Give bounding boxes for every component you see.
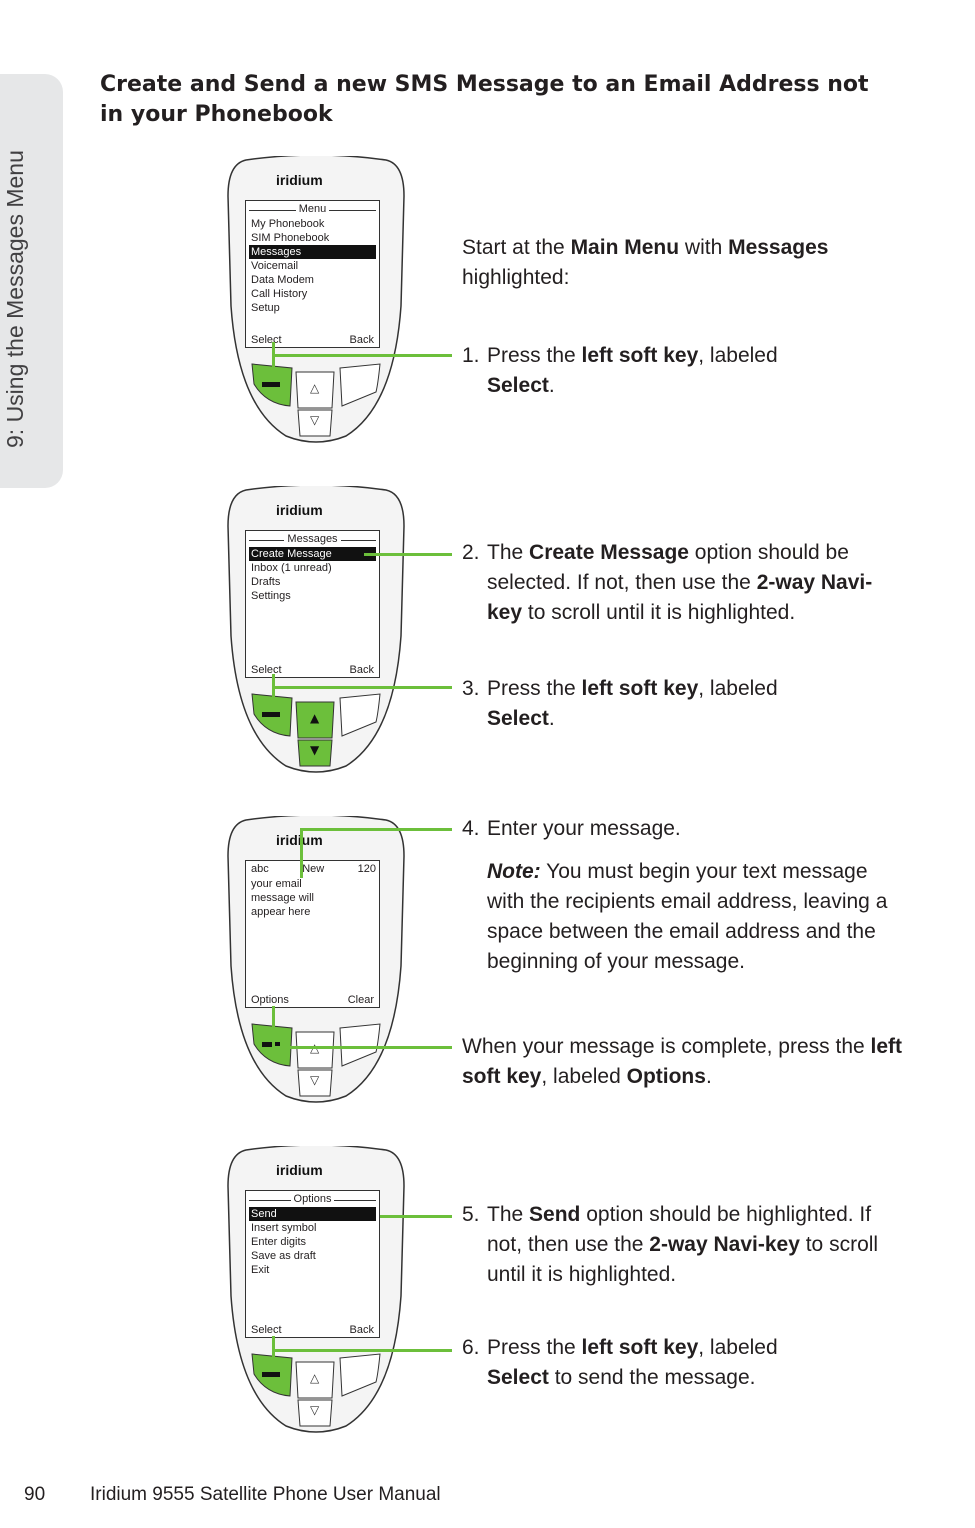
page-heading: Create and Send a new SMS Message to an … [100,72,869,127]
phone-illustration-3: △ ▽ iridium abc New 120 your email messa… [226,816,406,1106]
step-1: 1. Press the left soft key, labeled Sele… [462,341,902,401]
callout-line [272,342,275,376]
svg-text:△: △ [310,381,320,395]
callout-line [272,1046,452,1049]
screen-title: Menu [295,203,330,215]
character-count: 120 [357,863,376,875]
completion-text: When your message is complete, press the… [462,1035,903,1088]
footer-title: Iridium 9555 Satellite Phone User Manual [90,1484,441,1505]
svg-text:▲: ▲ [310,711,320,725]
soft-key-left-label: Select [251,334,282,346]
menu-item: Insert symbol [251,1222,317,1234]
callout-line [272,1336,275,1370]
menu-item: Data Modem [251,274,314,286]
soft-key-left-label: Options [251,994,289,1006]
callout-line [272,674,275,708]
step-number: 6. [462,1336,480,1359]
callout-line [272,1006,275,1046]
callout-line [300,828,303,878]
intro-text: Start at the Main Menu with Messages hig… [462,236,829,289]
message-line: message will [251,892,314,904]
note: Note: You must begin your text message w… [487,860,888,973]
callout-line [380,1215,452,1218]
step-number: 1. [462,344,480,367]
menu-item: Voicemail [251,260,299,272]
menu-item: Drafts [251,576,281,588]
step-number: 4. [462,817,480,840]
screen-title: New [302,863,325,875]
step-4: 4. Enter your message. [462,814,902,844]
phone-illustration-1: △ ▽ iridium Menu My Phonebook SIM Phoneb… [226,156,406,446]
soft-key-right-label: Clear [347,994,374,1006]
step-3: 3. Press the left soft key, labeled Sele… [462,674,902,734]
menu-item: SIM Phonebook [251,232,330,244]
iridium-logo: iridium [276,832,323,848]
menu-item: Enter digits [251,1236,307,1248]
step-2: 2. The Create Message option should be s… [462,538,902,628]
callout-line [272,686,452,689]
menu-item-selected: Messages [249,245,376,259]
svg-text:▽: ▽ [310,1403,320,1417]
callout-line [364,553,452,556]
menu-item: Save as draft [251,1250,316,1262]
callout-line [272,354,452,357]
phone-screen: abc New 120 your email message will appe… [245,860,380,1008]
menu-item: Settings [251,590,291,602]
screen-title: Options [290,1193,335,1205]
callout-line [300,828,452,831]
step-number: 5. [462,1203,480,1226]
menu-item: Inbox (1 unread) [251,562,332,574]
soft-key-left-label: Select [251,1324,282,1336]
step-5: 5. The Send option should be highlighted… [462,1200,902,1290]
iridium-logo: iridium [276,502,323,518]
step-number: 3. [462,677,480,700]
menu-item: Setup [251,302,280,314]
phone-illustration-2: ▲ ▼ iridium Messages Create Message Inbo… [226,486,406,776]
menu-item: Call History [251,288,308,300]
phone-screen: Messages Create Message Inbox (1 unread)… [245,530,380,678]
phone-screen: Options Send Insert symbol Enter digits … [245,1190,380,1338]
note-label: Note: [487,860,541,883]
page-number: 90 [24,1484,46,1505]
input-mode: abc [251,863,269,875]
message-line: your email [251,878,302,890]
menu-item-selected: Create Message [249,547,376,561]
menu-list: Send Insert symbol Enter digits Save as … [249,1207,376,1277]
step-number: 2. [462,541,480,564]
menu-list: My Phonebook SIM Phonebook Messages Voic… [249,217,376,315]
menu-list: Create Message Inbox (1 unread) Drafts S… [249,547,376,603]
side-tab-label: 9: Using the Messages Menu [2,150,28,448]
phone-illustration-4: △ ▽ iridium Options Send Insert symbol E… [226,1146,406,1436]
side-tab [0,74,63,488]
soft-key-left-label: Select [251,664,282,676]
screen-title: Messages [284,533,341,545]
message-line: appear here [251,906,311,918]
menu-item-selected: Send [249,1207,376,1221]
soft-key-right-label: Back [349,1324,374,1336]
svg-text:▼: ▼ [310,743,320,757]
menu-item: My Phonebook [251,218,325,230]
message-body: your email message will appear here [249,877,376,919]
phone-screen: Menu My Phonebook SIM Phonebook Messages… [245,200,380,348]
menu-item: Exit [251,1264,270,1276]
soft-key-right-label: Back [349,664,374,676]
svg-text:▽: ▽ [310,1073,320,1087]
iridium-logo: iridium [276,1162,323,1178]
iridium-logo: iridium [276,172,323,188]
soft-key-right-label: Back [349,334,374,346]
svg-text:▽: ▽ [310,413,320,427]
step-6: 6. Press the left soft key, labeled Sele… [462,1333,902,1393]
svg-text:△: △ [310,1371,320,1385]
callout-line [272,1349,452,1352]
